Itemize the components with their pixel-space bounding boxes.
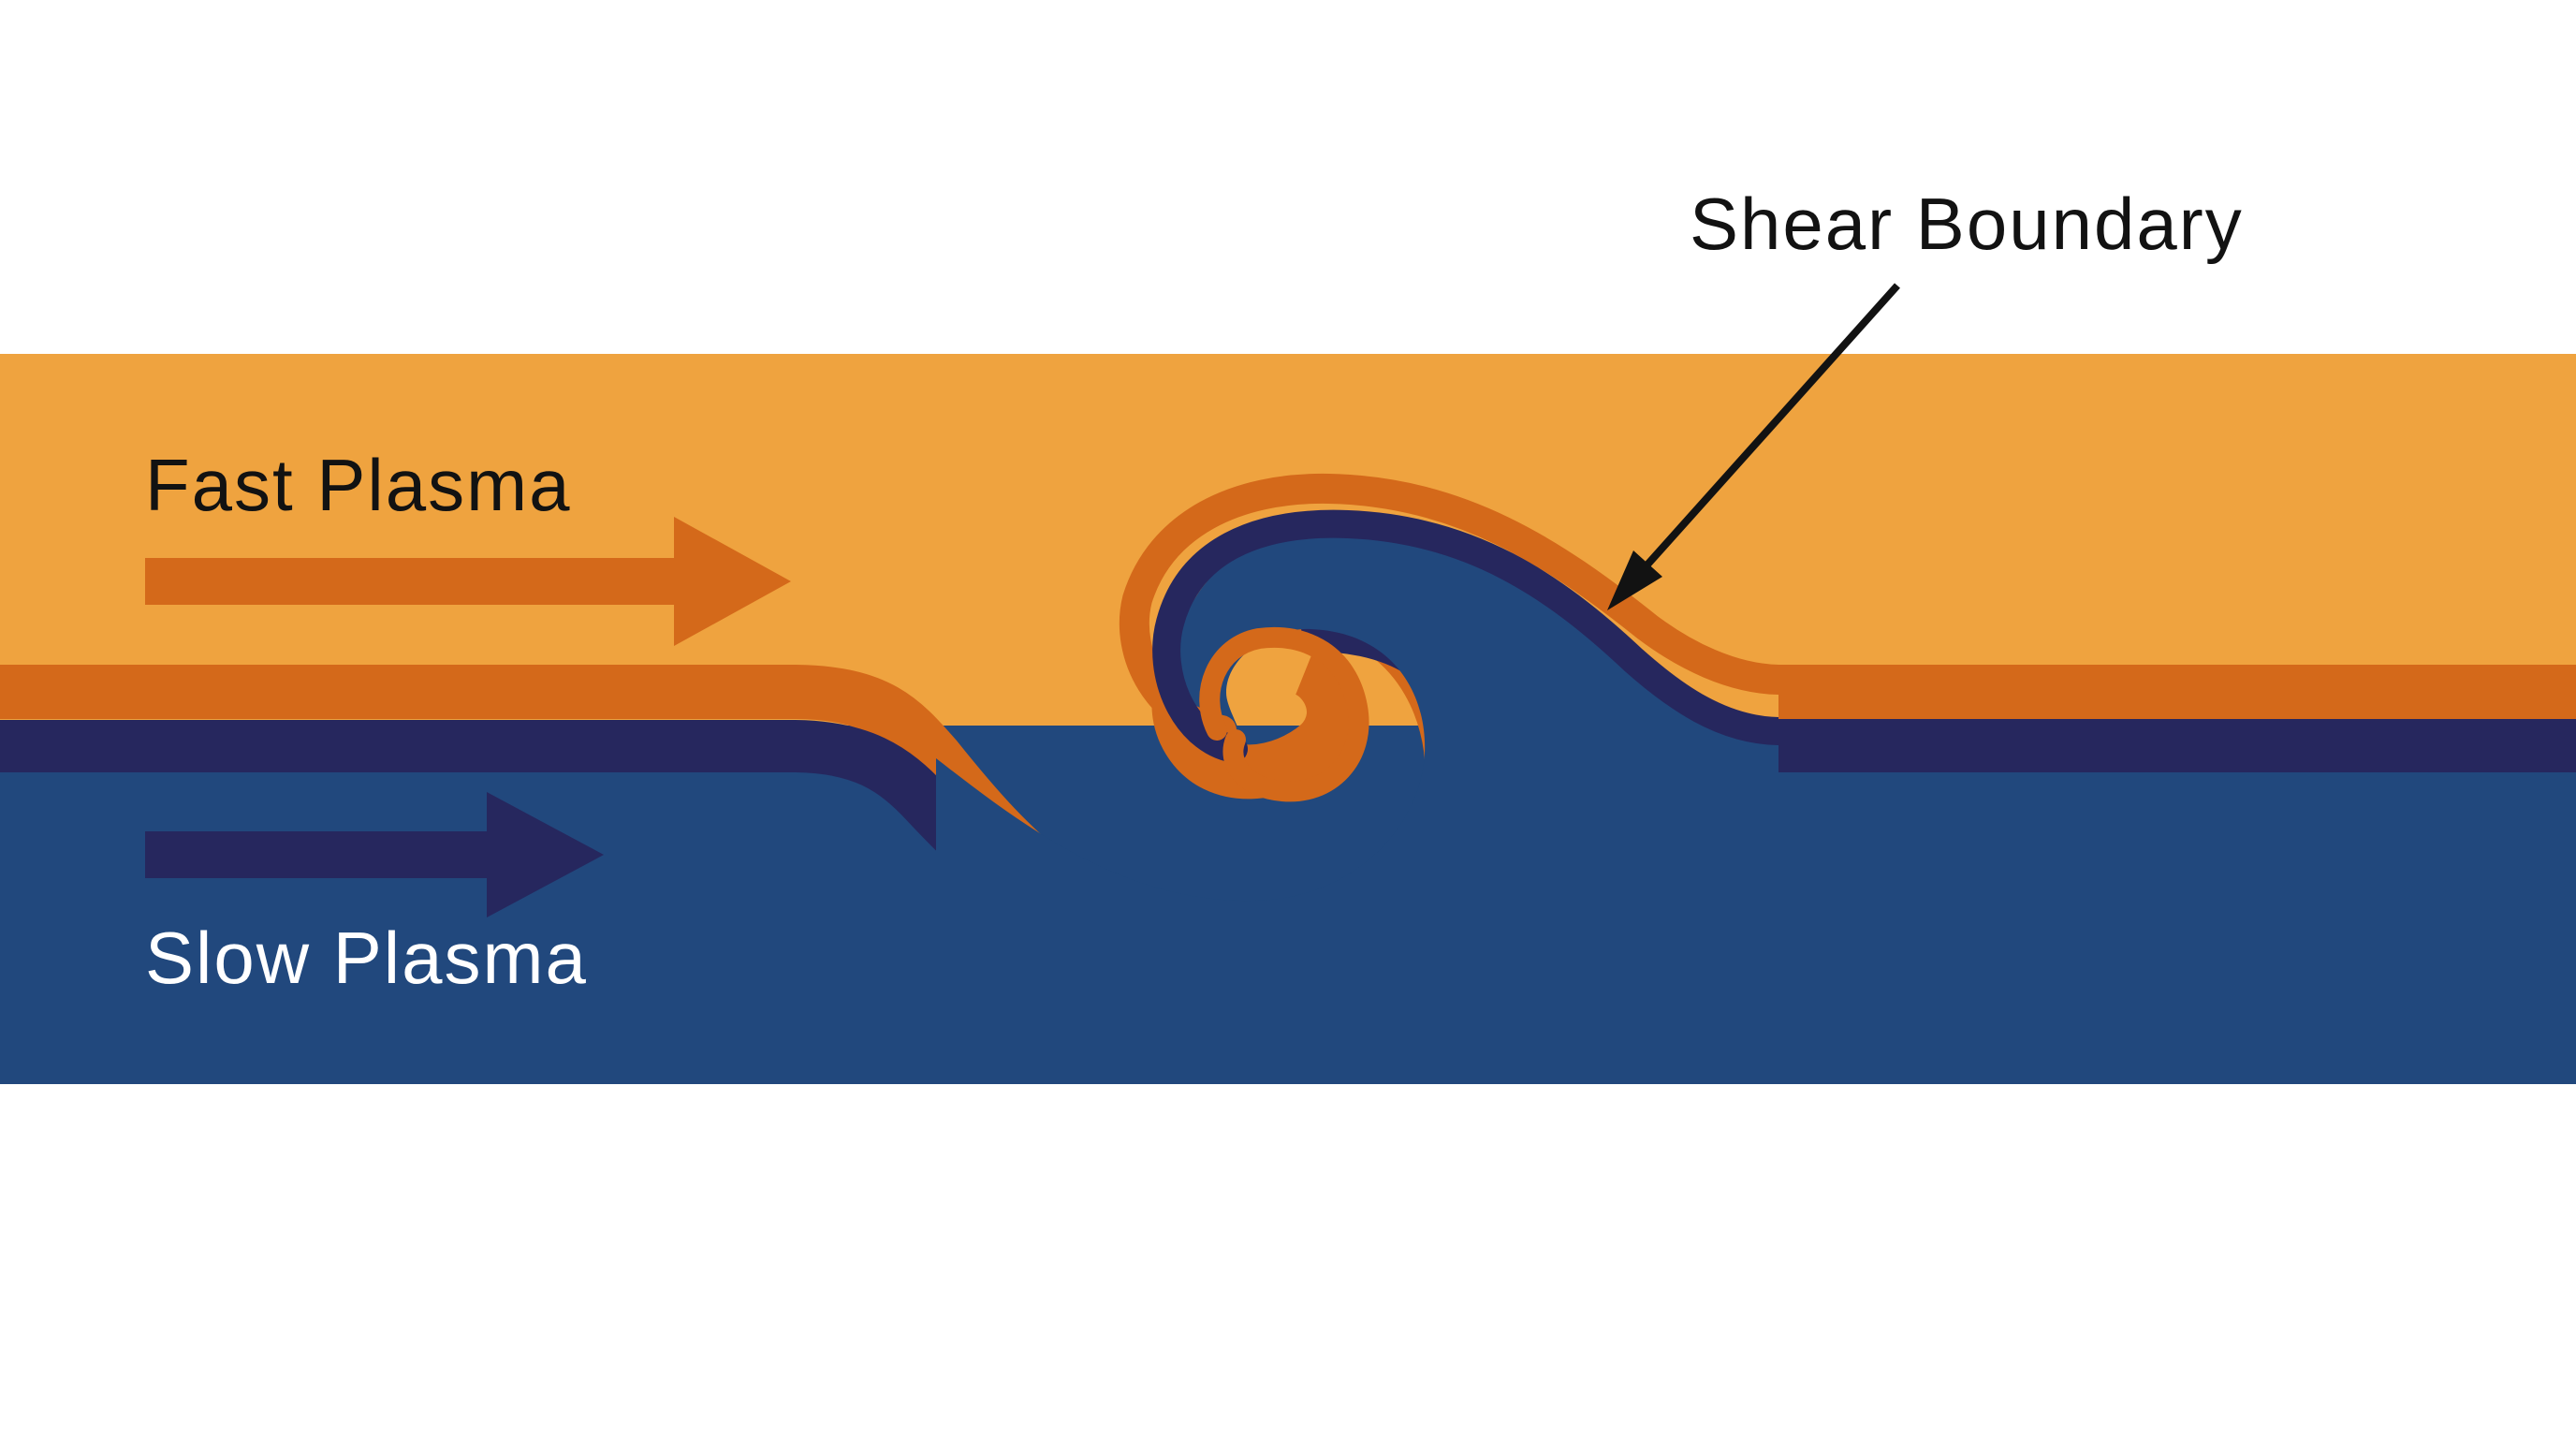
inner-spiral-curl bbox=[1199, 626, 1369, 802]
right-fast-boundary bbox=[1778, 666, 2576, 719]
crest-orange-edge bbox=[1119, 473, 2576, 745]
right-slow-boundary bbox=[1778, 719, 2576, 772]
fast-plasma-label: Fast Plasma bbox=[145, 444, 571, 526]
fast-flow-arrow bbox=[145, 517, 791, 646]
pointer-line bbox=[1637, 283, 1900, 576]
slow-arrow-shaft bbox=[145, 831, 505, 878]
pointer-arrowhead bbox=[1607, 550, 1662, 610]
crest-navy-edge bbox=[1152, 509, 2576, 763]
fast-arrow-head bbox=[674, 517, 791, 646]
slow-arrow-head bbox=[487, 792, 604, 917]
fast-arrow-shaft bbox=[145, 558, 688, 605]
slow-plasma-roll bbox=[936, 519, 2576, 1084]
slow-plasma-label: Slow Plasma bbox=[145, 917, 588, 999]
shear-boundary-label: Shear Boundary bbox=[1690, 183, 2244, 265]
slow-flow-arrow bbox=[145, 792, 604, 917]
shear-boundary-pointer bbox=[1607, 283, 1900, 610]
